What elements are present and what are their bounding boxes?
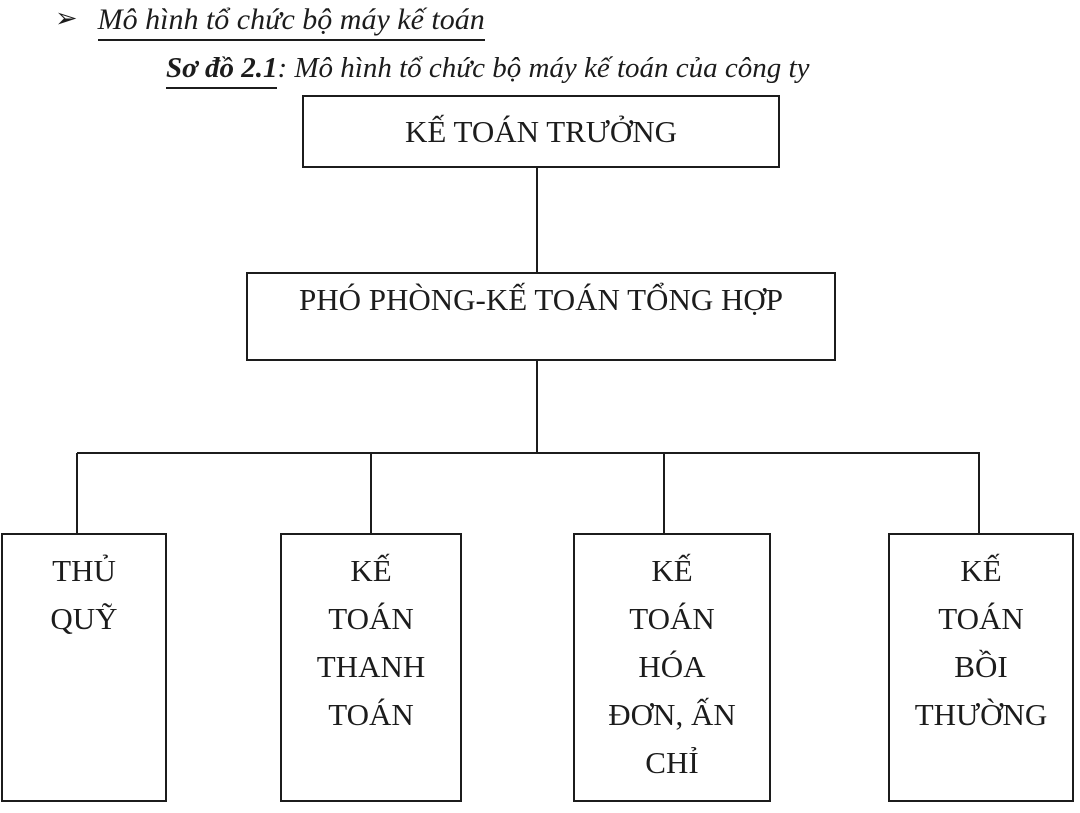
connector-drop-thu-quy: [76, 453, 78, 534]
org-node-label-line: THỦ: [52, 553, 116, 588]
org-node-label-line: KẾ: [960, 553, 1002, 588]
org-node-label-line: CHỈ: [645, 745, 699, 780]
section-heading-text: Mô hình tổ chức bộ máy kế toán: [97, 3, 485, 41]
org-node-label-line: TOÁN: [938, 601, 1024, 636]
connector-drop-ke-toan-thanh-toan: [370, 453, 372, 534]
connector-drop-ke-toan-hoa-don: [663, 453, 665, 534]
connector-deputy-to-bar: [536, 359, 538, 454]
org-node-ke-toan-thanh-toan: KẾ TOÁN THANH TOÁN: [280, 533, 462, 802]
connector-horizontal-bar: [77, 452, 980, 454]
org-node-pho-phong-ke-toan-tong-hop: PHÓ PHÒNG-KẾ TOÁN TỔNG HỢP: [246, 272, 836, 361]
org-node-ke-toan-hoa-don-an-chi: KẾ TOÁN HÓA ĐƠN, ẤN CHỈ: [573, 533, 771, 802]
arrow-bullet-icon: ➢: [55, 3, 78, 33]
org-node-label-line: QUỸ: [50, 601, 118, 636]
org-node-label-line: ĐƠN, ẤN: [608, 697, 736, 732]
org-node-label-line: TOÁN: [328, 601, 414, 636]
org-node-label-line: TOÁN: [328, 697, 414, 732]
org-node-label-line: KẾ: [350, 553, 392, 588]
org-node-label-line: THƯỜNG: [914, 697, 1048, 732]
org-node-ke-toan-truong: KẾ TOÁN TRƯỞNG: [302, 95, 780, 168]
org-node-label-line: TOÁN: [629, 601, 715, 636]
section-heading: ➢ Mô hình tổ chức bộ máy kế toán: [55, 3, 485, 41]
org-node-label: PHÓ PHÒNG-KẾ TOÁN TỔNG HỢP: [299, 282, 783, 317]
org-node-label-line: THANH: [316, 649, 426, 684]
org-node-label-line: HÓA: [638, 649, 706, 684]
org-node-label-line: KẾ: [651, 553, 693, 588]
figure-caption-label: Sơ đồ 2.1: [166, 52, 278, 89]
org-node-ke-toan-boi-thuong: KẾ TOÁN BỒI THƯỜNG: [888, 533, 1074, 802]
figure-caption-text: : Mô hình tổ chức bộ máy kế toán của côn…: [277, 52, 810, 84]
org-node-label: KẾ TOÁN TRƯỞNG: [404, 113, 678, 149]
org-node-thu-quy: THỦ QUỸ: [1, 533, 167, 802]
connector-root-to-deputy: [536, 166, 538, 274]
connector-drop-ke-toan-boi-thuong: [978, 453, 980, 534]
figure-caption: Sơ đồ 2.1: Mô hình tổ chức bộ máy kế toá…: [166, 52, 809, 89]
org-node-label-line: BỒI: [954, 649, 1008, 684]
